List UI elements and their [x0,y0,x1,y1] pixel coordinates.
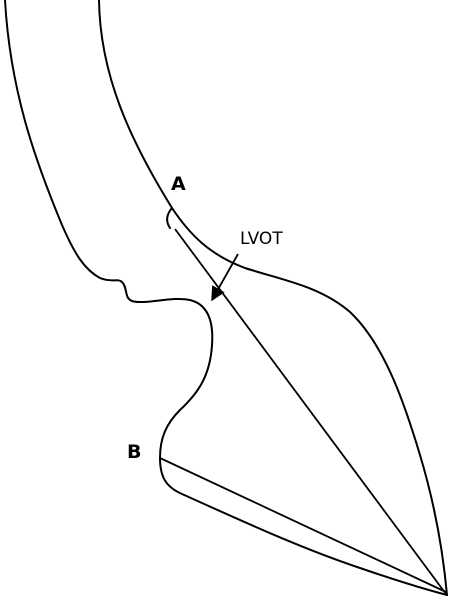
label-point-a: A [171,173,186,195]
line-b-to-apex [159,457,447,593]
label-point-b: B [127,441,141,463]
outer-wall-curve [4,0,448,596]
lvot-arrow [211,253,239,302]
annulus-hook-a [166,207,173,229]
label-lvot: LVOT [240,229,283,249]
inner-wall-curve [98,0,448,596]
